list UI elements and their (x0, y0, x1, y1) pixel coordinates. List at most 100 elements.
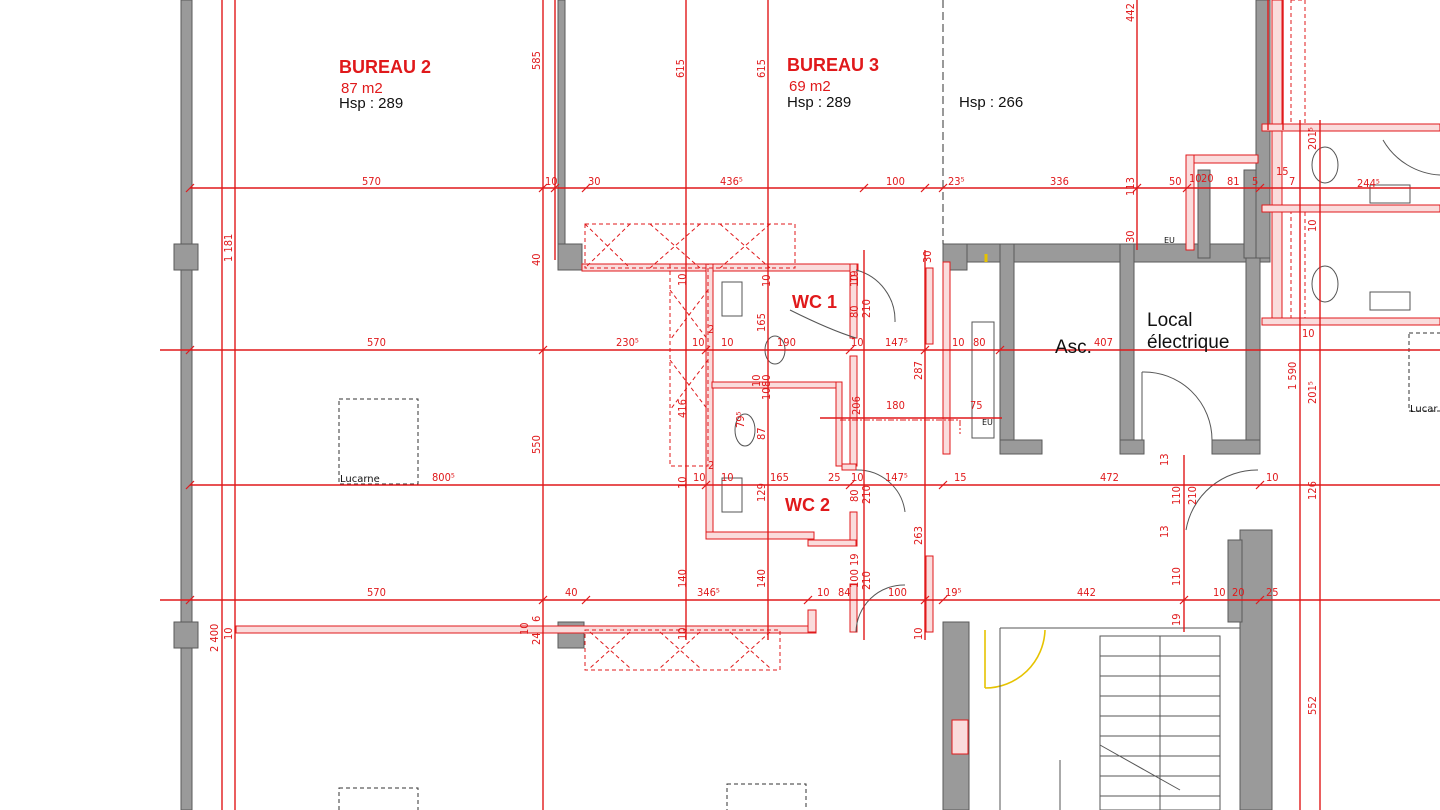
skylight-label-right: Lucar (1410, 404, 1438, 415)
room-name-bureau-3: BUREAU 3 (787, 55, 879, 75)
dim-text: 10 (760, 387, 773, 400)
room-name-local-line-1: Local (1147, 310, 1192, 331)
dim-text: 436⁵ (720, 175, 743, 188)
dim-text: 100 (886, 175, 905, 188)
dim-text: 800⁵ (432, 471, 455, 484)
dim-text: 84 (838, 586, 851, 599)
dim-text: 210 (860, 571, 873, 590)
dim-text: 126 (1306, 481, 1319, 500)
dim-text: 15 (954, 471, 967, 484)
dim-text: 25 (1266, 586, 1279, 599)
dim-text: 40 (565, 586, 578, 599)
dim-text: 10 (912, 627, 925, 640)
dim-text: 165 (755, 313, 768, 332)
dim-text: 10 (721, 336, 734, 349)
dim-text: 552 (1306, 696, 1319, 715)
dim-text: 10 (848, 274, 861, 287)
dim-text: 19 (848, 553, 861, 566)
dim-text: 550 (530, 435, 543, 454)
room-labels: BUREAU 2 87 m2 Hsp : 289 BUREAU 3 69 m2 … (339, 55, 1438, 515)
dim-text: 201⁵ (1306, 381, 1319, 404)
room-height-bureau-3: Hsp : 289 (787, 94, 851, 111)
dim-text: 100 (888, 586, 907, 599)
room-name-local-line-2: électrique (1147, 332, 1229, 353)
dim-text: 100 (848, 569, 861, 588)
dim-text: 407 (1094, 336, 1113, 349)
dim-text: 15 (1276, 165, 1289, 178)
dim-text: 10 (760, 274, 773, 287)
dim-text: 10 (1302, 327, 1315, 340)
dimension-row-3: 800⁵ 10 2 10 165 25 10 147⁵ 15 472 10 (432, 459, 1279, 484)
dim-text: 30 (588, 175, 601, 188)
dim-text: 287 (912, 361, 925, 380)
dim-text: 570 (367, 586, 386, 599)
dim-text: 570 (367, 336, 386, 349)
drain-label-top: EU (1164, 236, 1175, 245)
dim-text: 10 (1189, 172, 1202, 185)
structural-walls (173, 0, 1273, 810)
drain-label-bottom: EU (982, 418, 993, 427)
dim-text: 210 (1186, 486, 1199, 505)
dim-text: 263 (912, 526, 925, 545)
skylight-label: Lucarne (340, 474, 380, 485)
dim-text: 201⁵ (1306, 127, 1319, 150)
dim-text: 13 (1158, 453, 1171, 466)
dim-text: 113 (1124, 177, 1137, 196)
dim-text: 147⁵ (885, 336, 908, 349)
dim-text: 2 400 (208, 624, 221, 652)
dim-text: 80 (848, 305, 861, 318)
dimension-row-1: 570 10 30 436⁵ 100 23⁵ 336 50 10 20 81 5… (362, 165, 1380, 190)
dimension-lines (160, 0, 1440, 810)
dim-text: 19 (848, 270, 861, 283)
dim-text: 585 (530, 51, 543, 70)
dim-text: 10 (1213, 586, 1226, 599)
dim-text: 40 (530, 253, 543, 266)
dim-text: 110 (1170, 567, 1183, 586)
dim-text: 87 (755, 427, 768, 440)
dim-text: 206 (850, 396, 863, 415)
dim-text: 30 (1124, 230, 1137, 243)
dim-text: 10 (851, 336, 864, 349)
dim-text: 147⁵ (885, 471, 908, 484)
room-height-hall: Hsp : 266 (959, 94, 1023, 111)
dim-text: 165 (770, 471, 789, 484)
hatched-areas (584, 0, 1306, 671)
dim-text: 615 (755, 59, 768, 78)
dim-text: 7 (1289, 175, 1295, 188)
dim-text: 2 (708, 459, 714, 472)
dim-text: 79⁵ (734, 411, 747, 428)
dim-text: 10 (693, 471, 706, 484)
dim-text: 10 (676, 627, 689, 640)
room-name-elevator: Asc. (1055, 337, 1092, 358)
dim-text: 6 (530, 616, 543, 622)
dim-text: 80 (848, 489, 861, 502)
dim-text: 442 (1077, 586, 1096, 599)
dim-text: 472 (1100, 471, 1119, 484)
dim-text: 10 (222, 627, 235, 640)
dim-text: 1 181 (222, 234, 235, 262)
dim-text: 190 (777, 336, 796, 349)
room-height-bureau-2: Hsp : 289 (339, 95, 403, 112)
room-area-bureau-3: 69 m2 (789, 78, 831, 95)
dim-text: 10 (518, 622, 531, 635)
dim-text: 129 (755, 483, 768, 502)
dim-text: 80 (973, 336, 986, 349)
room-name-wc-1: WC 1 (792, 292, 837, 312)
dimension-vertical: 585 615 615 442 113 30 30 1 181 40 10 10… (208, 3, 1319, 715)
dim-text: 19⁵ (945, 586, 962, 599)
dim-text: 10 (676, 476, 689, 489)
dim-text: 75 (970, 399, 983, 412)
dim-text: 30 (921, 250, 934, 263)
dim-text: 50 (1169, 175, 1182, 188)
dim-text: 10 (1266, 471, 1279, 484)
dim-text: 23⁵ (948, 175, 965, 188)
dim-text: 5 (1252, 175, 1258, 188)
dim-text: 25 (828, 471, 841, 484)
dim-text: 336 (1050, 175, 1069, 188)
dim-text: 244⁵ (1357, 177, 1380, 190)
dim-text: 20 (1201, 172, 1214, 185)
dim-text: 24 (530, 632, 543, 645)
dim-text: 140 (755, 569, 768, 588)
dim-text: 10 (721, 471, 734, 484)
dim-text: 10 (676, 273, 689, 286)
